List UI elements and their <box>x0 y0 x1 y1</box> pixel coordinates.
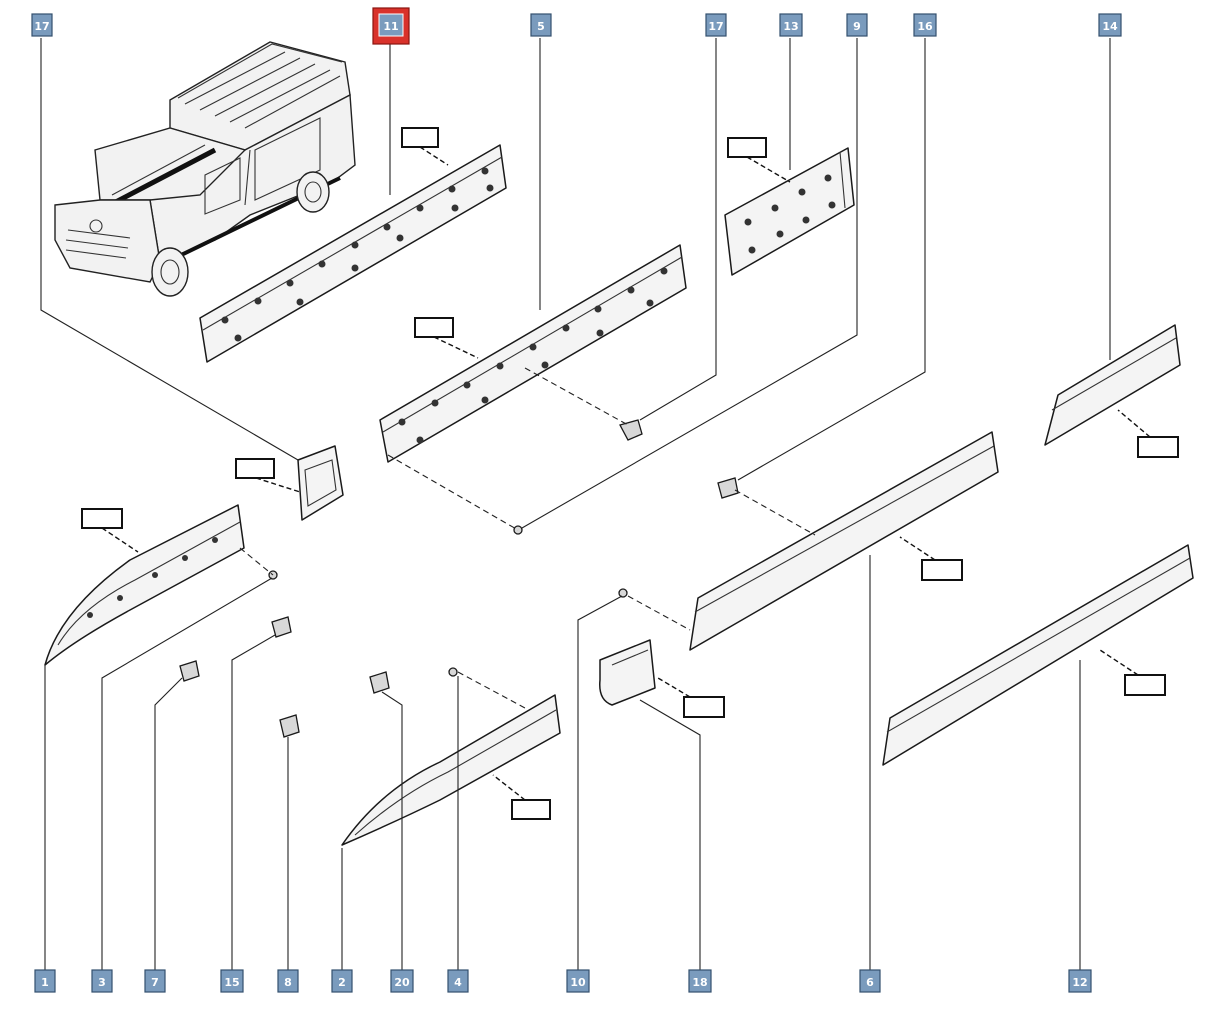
top-badges: 17 11 5 17 13 9 16 14 <box>31 7 1122 45</box>
svg-text:13: 13 <box>783 20 798 33</box>
badge-top-17b[interactable]: 17 <box>705 13 727 37</box>
svg-text:14: 14 <box>1102 20 1118 33</box>
part-18-cap <box>599 639 725 718</box>
badge-bottom-12[interactable]: 12 <box>1068 969 1092 993</box>
svg-text:20: 20 <box>394 976 410 989</box>
part-2-curved-trim <box>341 694 561 846</box>
part-6-strip <box>689 431 999 651</box>
svg-text:10: 10 <box>570 976 586 989</box>
svg-text:6: 6 <box>866 976 874 989</box>
leader-lines <box>40 38 1111 970</box>
badge-bottom-4[interactable]: 4 <box>447 969 469 993</box>
van-illustration <box>54 41 356 297</box>
badge-bottom-20[interactable]: 20 <box>390 969 414 993</box>
svg-text:5: 5 <box>537 20 545 33</box>
badge-bottom-18[interactable]: 18 <box>688 969 712 993</box>
svg-text:1: 1 <box>41 976 49 989</box>
part-13-panel <box>724 137 855 276</box>
badge-top-5[interactable]: 5 <box>530 13 552 37</box>
svg-text:17: 17 <box>34 20 49 33</box>
part-14-strip <box>1044 324 1181 458</box>
badge-top-9[interactable]: 9 <box>846 13 868 37</box>
badge-bottom-15[interactable]: 15 <box>220 969 244 993</box>
badge-top-11[interactable]: 11 <box>372 7 410 45</box>
part-5-moulding <box>379 244 687 463</box>
badge-top-13[interactable]: 13 <box>779 13 803 37</box>
svg-text:18: 18 <box>692 976 707 989</box>
badge-bottom-10[interactable]: 10 <box>566 969 590 993</box>
fasteners <box>179 419 739 738</box>
svg-text:12: 12 <box>1072 976 1087 989</box>
badge-top-14[interactable]: 14 <box>1098 13 1122 37</box>
svg-text:2: 2 <box>338 976 346 989</box>
svg-text:3: 3 <box>98 976 106 989</box>
svg-text:15: 15 <box>224 976 239 989</box>
badge-bottom-7[interactable]: 7 <box>144 969 166 993</box>
part-17-bracket <box>235 445 344 521</box>
badge-bottom-6[interactable]: 6 <box>859 969 881 993</box>
part-1-front-moulding <box>44 504 245 666</box>
svg-text:17: 17 <box>708 20 723 33</box>
badge-top-17a[interactable]: 17 <box>31 13 53 37</box>
badge-bottom-3[interactable]: 3 <box>91 969 113 993</box>
part-11-moulding <box>199 127 507 363</box>
assembly-lines <box>239 367 816 709</box>
svg-text:9: 9 <box>853 20 861 33</box>
svg-text:11: 11 <box>383 20 398 33</box>
svg-text:7: 7 <box>151 976 159 989</box>
svg-text:16: 16 <box>917 20 933 33</box>
badge-top-16[interactable]: 16 <box>913 13 937 37</box>
badge-bottom-8[interactable]: 8 <box>277 969 299 993</box>
svg-text:4: 4 <box>454 976 462 989</box>
part-12-strip <box>882 544 1194 766</box>
svg-text:8: 8 <box>284 976 292 989</box>
badge-bottom-1[interactable]: 1 <box>34 969 56 993</box>
bottom-badges: 1 3 7 15 8 2 20 4 <box>34 969 1092 993</box>
badge-bottom-2[interactable]: 2 <box>331 969 353 993</box>
